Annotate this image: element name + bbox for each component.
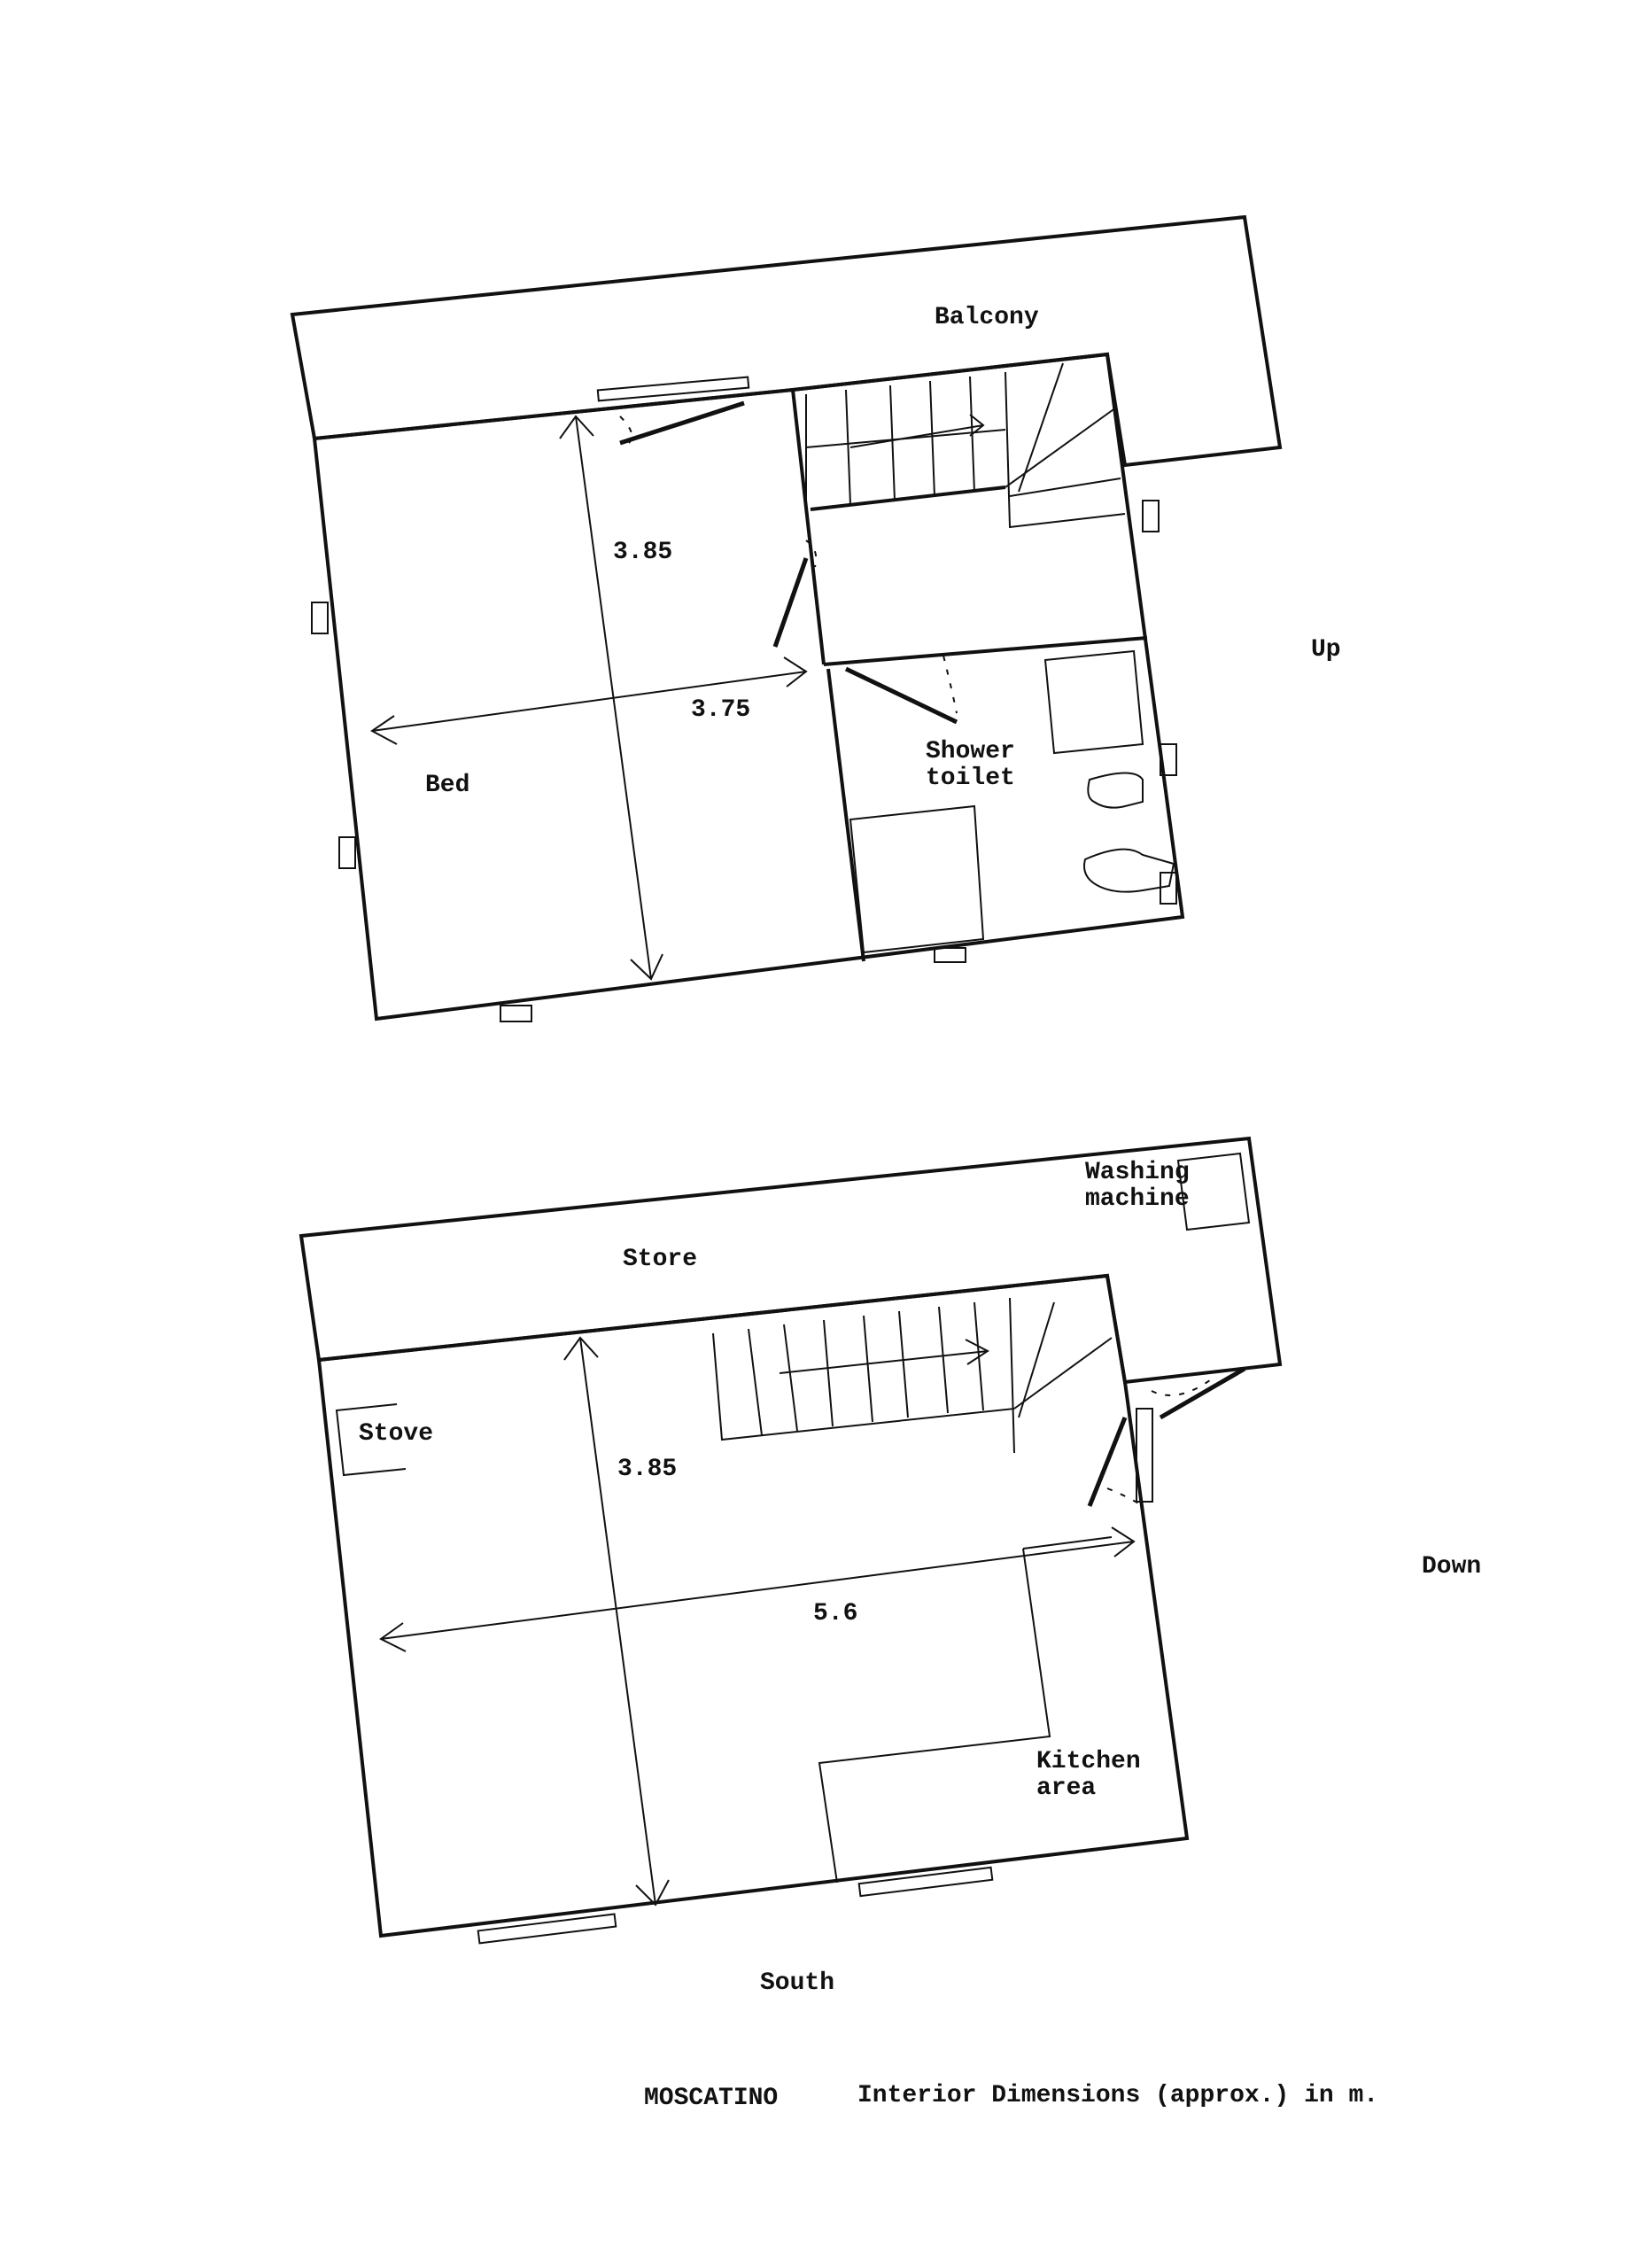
- property-name: MOSCATINO: [644, 2085, 778, 2112]
- ground-stairs: [712, 1297, 1113, 1454]
- south-label: South: [760, 1969, 834, 1997]
- bathroom-fixtures: [849, 649, 1175, 954]
- bathroom-door: [844, 666, 958, 725]
- upper-width-value: 3.75: [691, 696, 750, 724]
- stair-hall-lower-wall: [810, 485, 1006, 511]
- washing-machine-box: [1176, 1152, 1251, 1231]
- upper-partition-wall: [791, 389, 826, 665]
- ground-width-value: 5.6: [813, 1600, 857, 1627]
- stove-label: Stove: [359, 1420, 433, 1448]
- area-label: area: [1036, 1775, 1096, 1802]
- bed-door: [772, 557, 809, 648]
- upper-dimension-width: [370, 656, 808, 745]
- balcony-label: Balcony: [935, 304, 1039, 331]
- washbasin-icon: [1083, 848, 1175, 893]
- upper-windows: [311, 500, 1177, 1022]
- stair-down-label: Down: [1422, 1553, 1481, 1581]
- upper-partition-wall-lower: [826, 668, 865, 962]
- toilet-icon: [1087, 772, 1144, 809]
- upper-room-outline: [312, 352, 1185, 1021]
- stair-up-label: Up: [1311, 636, 1341, 664]
- ground-dimension-depth: [563, 1336, 670, 1907]
- store-label: Store: [623, 1246, 697, 1273]
- kitchen-label: Kitchen: [1036, 1748, 1141, 1775]
- toilet-label: toilet: [926, 765, 1015, 792]
- ground-floor-plan: Washing machine Store Stove 3.85 5.6 Kit…: [299, 1136, 1481, 1997]
- shower-label: Shower: [926, 738, 1015, 765]
- shower-tray: [1043, 649, 1144, 755]
- balcony-door: [619, 400, 745, 446]
- upper-stairs: [805, 362, 1126, 529]
- ground-depth-value: 3.85: [617, 1456, 677, 1483]
- kitchen-counter: [818, 1548, 1051, 1884]
- entrance-door: [1087, 1366, 1246, 1507]
- dimensions-note: Interior Dimensions (approx.) in m.: [857, 2082, 1378, 2109]
- washing-label: Washing: [1085, 1159, 1190, 1186]
- upper-depth-value: 3.85: [613, 539, 672, 566]
- ground-windows: [477, 1866, 994, 1945]
- balcony-outline: [290, 214, 1283, 468]
- stove-icon: [335, 1403, 407, 1477]
- ground-dimension-width: [379, 1526, 1136, 1652]
- bathroom-top-wall: [823, 636, 1148, 666]
- ground-room-outline: [316, 1273, 1190, 1938]
- bed-label: Bed: [425, 772, 469, 799]
- upper-floor-plan: Balcony Bed Shower toilet 3.85 3.75 Up: [290, 214, 1341, 1022]
- shower-base: [849, 804, 985, 954]
- machine-label: machine: [1085, 1185, 1190, 1213]
